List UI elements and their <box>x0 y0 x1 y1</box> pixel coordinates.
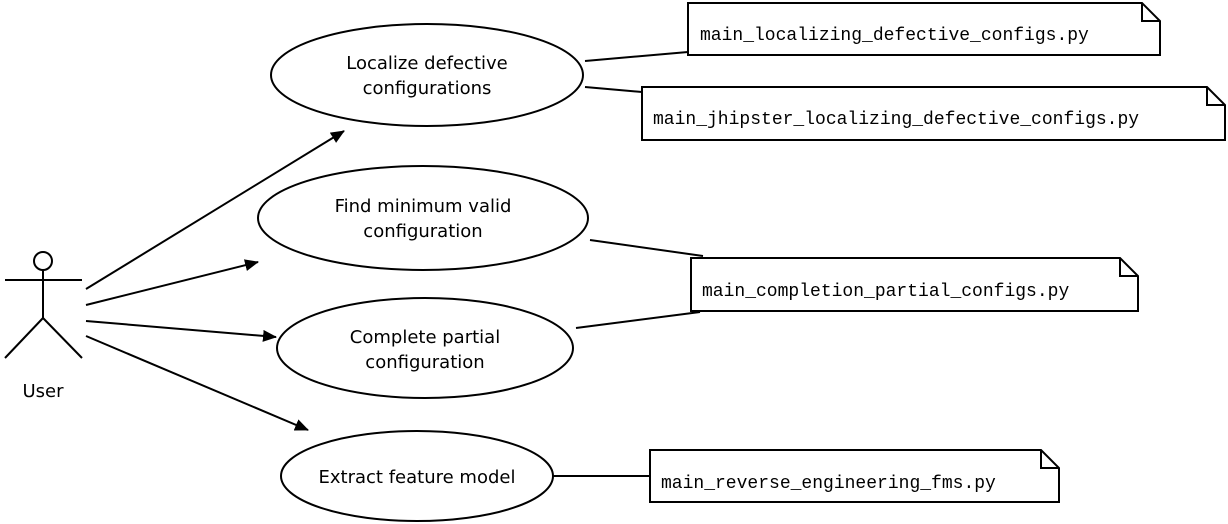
note-reverse-text: main_reverse_engineering_fms.py <box>661 474 996 494</box>
actor-right-leg <box>42 317 83 359</box>
use-case-extract-line-1: Extract feature model <box>319 467 516 488</box>
note-localizing-box <box>687 2 1161 56</box>
note-connectors <box>553 51 704 477</box>
note-jhipster-fold <box>1206 87 1225 106</box>
use-case-extract-ellipse <box>280 430 554 522</box>
use-case-complete-ellipse <box>276 297 574 399</box>
connector-completion-top <box>589 239 704 257</box>
note-localizing-fold <box>1141 3 1160 22</box>
note-localizing: main_localizing_defective_configs.py <box>687 2 1161 56</box>
assoc-arrow-localize <box>85 130 345 290</box>
actor-head <box>33 251 53 271</box>
connector-localizing <box>584 51 689 62</box>
use-case-localize-ellipse <box>270 23 584 127</box>
use-case-minimum-ellipse <box>257 165 589 271</box>
use-case-complete: Complete partial configuration <box>276 297 574 399</box>
actor-label: User <box>22 381 64 402</box>
use-case-minimum-line-1: Find minimum valid <box>335 196 512 217</box>
use-case-minimum: Find minimum valid configuration <box>257 165 589 271</box>
note-jhipster-text: main_jhipster_localizing_defective_confi… <box>653 110 1139 130</box>
note-reverse-box <box>649 449 1060 503</box>
actor-user: User <box>4 251 83 402</box>
use-case-extract: Extract feature model <box>280 430 554 522</box>
connector-completion-bottom <box>575 311 701 329</box>
note-completion-box <box>690 257 1139 312</box>
assoc-arrow-extract <box>85 335 309 431</box>
note-localizing-text: main_localizing_defective_configs.py <box>700 26 1089 46</box>
actor-left-leg <box>4 317 44 359</box>
note-reverse-fold <box>1040 450 1059 469</box>
assoc-arrow-complete <box>85 320 277 342</box>
use-case-localize-line-1: Localize defective <box>346 53 508 74</box>
use-case-minimum-line-2: configuration <box>363 221 482 242</box>
note-jhipster: main_jhipster_localizing_defective_confi… <box>641 86 1226 141</box>
associations <box>85 130 345 431</box>
note-completion-text: main_completion_partial_configs.py <box>702 282 1069 302</box>
connector-jhipster <box>584 86 643 93</box>
note-jhipster-box <box>641 86 1226 141</box>
note-completion-fold <box>1119 258 1138 277</box>
note-completion: main_completion_partial_configs.py <box>690 257 1139 312</box>
note-reverse: main_reverse_engineering_fms.py <box>649 449 1060 503</box>
use-case-complete-line-2: configuration <box>365 352 484 373</box>
use-case-complete-line-1: Complete partial <box>350 327 500 348</box>
assoc-arrow-minimum <box>85 259 259 306</box>
use-case-localize-line-2: configurations <box>363 78 492 99</box>
use-case-localize: Localize defective configurations <box>270 23 584 127</box>
